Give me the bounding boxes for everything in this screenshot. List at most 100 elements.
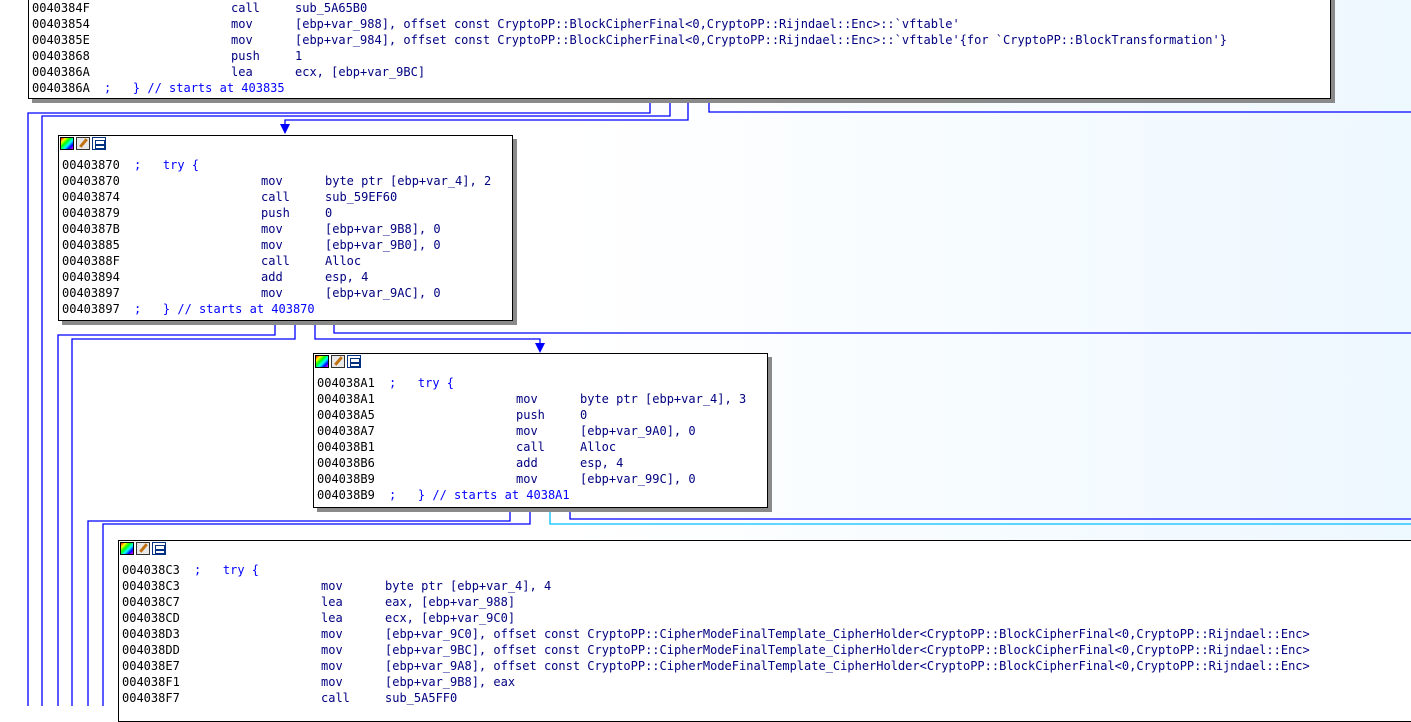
line-mnemonic: mov [321,627,343,641]
palette-icon[interactable] [60,137,74,150]
line-operand[interactable]: sub_5A65B0 [295,1,368,15]
line-operand[interactable]: [ebp+var_9B8], eax [385,675,516,689]
line-mnemonic: mov [231,17,253,31]
line-address: 0040385E [32,33,90,47]
line-operand[interactable]: eax, [ebp+var_988] [385,595,516,609]
line-operand[interactable]: [ebp+var_9B8], 0 [325,222,441,236]
line-operand[interactable]: [ebp+var_9C0], offset const CryptoPP::Ci… [385,627,1310,641]
line-operand[interactable]: [ebp+var_9AC], 0 [325,286,441,300]
rename-icon[interactable] [136,542,150,555]
line-operand[interactable]: ecx, [ebp+var_9BC] [295,65,426,79]
line-address: 00403870 [62,174,120,188]
line-mnemonic: add [516,456,538,470]
line-address: 004038A7 [317,424,375,438]
line-operand[interactable]: 0 [325,206,333,220]
line-mnemonic: call [321,691,350,705]
line-address: 00403854 [32,17,90,31]
line-address: 0040387B [62,222,120,236]
line-address: 0040388F [62,254,120,268]
line-address: 004038CD [122,611,180,625]
code-block-0[interactable]: 0040384F call sub_5A65B0 00403854 mov [ebp+va… [28,0,1331,99]
line-mnemonic: call [231,1,260,15]
line-operand[interactable]: [ebp+var_9A8], offset const CryptoPP::Ci… [385,659,1310,673]
line-operand[interactable]: esp, 4 [325,270,369,284]
line-operand[interactable]: esp, 4 [580,456,624,470]
code-line[interactable]: 004038A1; try { [314,375,767,391]
palette-icon[interactable] [120,542,134,555]
line-address: 0040384F [32,1,90,15]
line-operand[interactable]: Alloc [325,254,362,268]
flow-edges [27,98,1411,706]
line-operand[interactable]: ecx, [ebp+var_9C0] [385,611,516,625]
line-address: 00403870 [62,158,120,172]
line-operand[interactable]: [ebp+var_984], offset const CryptoPP::Bl… [295,33,1227,47]
line-operand[interactable]: Alloc [580,440,617,454]
edge-1-a [57,320,276,706]
palette-icon[interactable] [315,355,329,368]
line-operand[interactable]: [ebp+var_99C], 0 [580,472,696,486]
graph-icon[interactable] [92,137,106,150]
code-line[interactable]: 0040385E mov [ebp+var_984], offset const C… [29,32,1330,48]
code-line[interactable]: 004038B9; } // starts at 4038A1 [314,487,767,503]
line-operand[interactable]: byte ptr [ebp+var_4], 4 [385,579,552,593]
line-operand[interactable]: [ebp+var_9A0], 0 [580,424,696,438]
code-line[interactable]: 00403854 mov [ebp+var_988], offset const C… [29,16,1330,32]
line-operand[interactable]: 1 [295,49,303,63]
line-operand[interactable]: [ebp+var_988], offset const CryptoPP::Bl… [295,17,960,31]
line-operand[interactable]: byte ptr [ebp+var_4], 3 [580,392,747,406]
block-header [314,354,767,370]
line-operand[interactable]: 0 [580,408,588,422]
line-mnemonic: mov [231,33,253,47]
line-operand[interactable]: [ebp+var_9BC], offset const CryptoPP::Ci… [385,643,1310,657]
line-operand[interactable]: sub_5A5FF0 [385,691,458,705]
line-operand[interactable]: [ebp+var_9B0], 0 [325,238,441,252]
code-line[interactable]: 00403897; } // starts at 403870 [59,301,512,317]
line-address: 00403897 [62,286,120,300]
code-line[interactable]: 00403870; try { [59,157,512,173]
edge-1-c [314,320,541,351]
code-line[interactable]: 0040384F call sub_5A65B0 [29,0,1330,16]
graph-icon[interactable] [347,355,361,368]
line-address: 00403894 [62,270,120,284]
code-line[interactable]: 004038C3; try { [119,562,1411,578]
block-header [119,541,1411,557]
line-operand[interactable]: sub_59EF60 [325,190,398,204]
rename-icon[interactable] [76,137,90,150]
graph-icon[interactable] [152,542,166,555]
line-address: 004038B9 [317,488,375,502]
line-address: 00403879 [62,206,120,220]
code-line[interactable]: 0040386A; } // starts at 403835 [29,80,1330,96]
line-operand[interactable]: byte ptr [ebp+var_4], 2 [325,174,492,188]
arrow-into-block-1 [280,124,290,134]
rename-icon[interactable] [331,355,345,368]
line-address: 004038F1 [122,675,180,689]
